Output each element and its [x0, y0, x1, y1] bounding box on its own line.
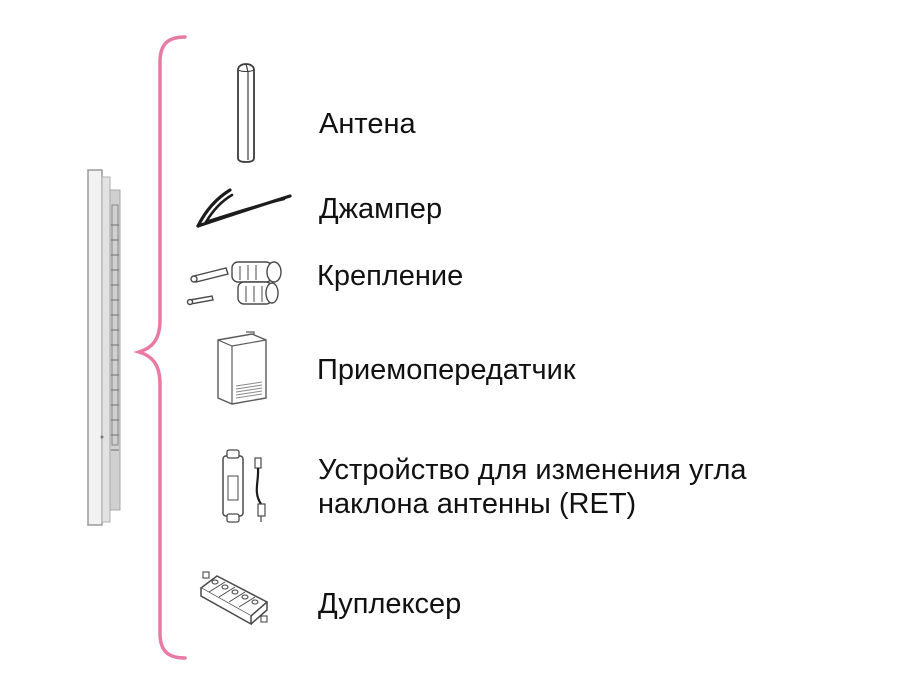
- label-ret-line-1: Устройство для изменения угла: [318, 454, 747, 486]
- label-jumper: Джампер: [319, 193, 443, 225]
- label-antenna: Антена: [319, 108, 416, 140]
- antenna-icon: [237, 63, 255, 163]
- mounting-bracket-icon: [186, 261, 282, 306]
- label-transceiver: Приемопередатчик: [317, 354, 576, 386]
- label-mount: Крепление: [317, 260, 464, 292]
- jumper-cable-icon: [196, 188, 292, 228]
- label-ret-line-2: наклона антенны (RET): [318, 488, 637, 520]
- grouping-brace: [133, 35, 187, 660]
- label-duplexer: Дуплексер: [318, 588, 462, 620]
- duplexer-icon: [199, 571, 269, 626]
- transceiver-icon: [217, 331, 267, 405]
- ret-device-icon: [222, 449, 266, 523]
- site-mast-icon: [87, 169, 121, 526]
